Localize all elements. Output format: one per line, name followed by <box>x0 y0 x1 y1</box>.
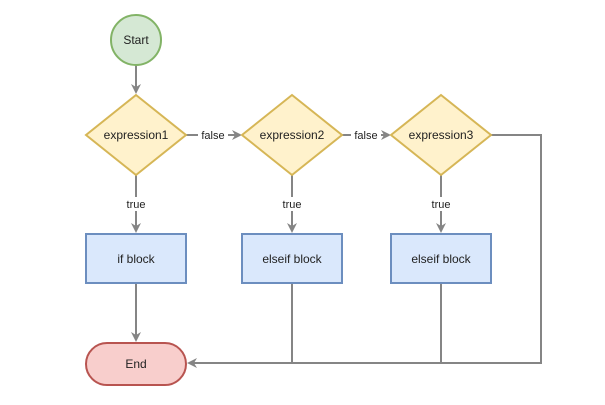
expression3-diamond <box>389 93 493 177</box>
expression1-diamond <box>84 93 188 177</box>
edge-label-false-2: false <box>354 130 377 142</box>
elseif-block-2-label: elseif block <box>411 252 471 266</box>
edge-labels: false false true true true <box>122 128 455 211</box>
node-elseif-block-2[interactable]: elseif block <box>390 233 492 284</box>
node-end[interactable]: End <box>85 342 187 386</box>
node-start[interactable]: Start <box>110 14 162 66</box>
edge-expression3-to-end <box>187 134 542 368</box>
node-expression2[interactable]: expression2 <box>240 93 344 177</box>
edge-label-bg-false-1 <box>198 128 228 142</box>
node-elseif-block-1[interactable]: elseif block <box>241 233 343 284</box>
end-label: End <box>125 357 146 371</box>
edge-label-false-1: false <box>201 130 224 142</box>
if-block-label: if block <box>117 252 155 266</box>
edge-label-bg-true-1 <box>122 197 150 211</box>
expression2-diamond <box>240 93 344 177</box>
edge-label-bg-true-3 <box>427 197 455 211</box>
expression1-label: expression1 <box>104 128 169 142</box>
start-circle <box>110 14 162 66</box>
start-label: Start <box>123 33 149 47</box>
expression2-label: expression2 <box>260 128 325 142</box>
edge-label-true-3: true <box>432 199 451 211</box>
elseif-block-1-rect <box>241 233 343 284</box>
if-block-rect <box>85 233 187 284</box>
elseif-block-2-rect <box>390 233 492 284</box>
node-if-block[interactable]: if block <box>85 233 187 284</box>
end-ellipse <box>85 342 187 386</box>
edge-label-bg-true-2 <box>278 197 306 211</box>
elseif-block-1-label: elseif block <box>262 252 322 266</box>
node-expression3[interactable]: expression3 <box>389 93 493 177</box>
edges <box>131 64 542 368</box>
edge-label-true-2: true <box>283 199 302 211</box>
node-expression1[interactable]: expression1 <box>84 93 188 177</box>
expression3-label: expression3 <box>409 128 474 142</box>
edge-label-bg-false-2 <box>351 128 381 142</box>
edge-label-true-1: true <box>127 199 146 211</box>
